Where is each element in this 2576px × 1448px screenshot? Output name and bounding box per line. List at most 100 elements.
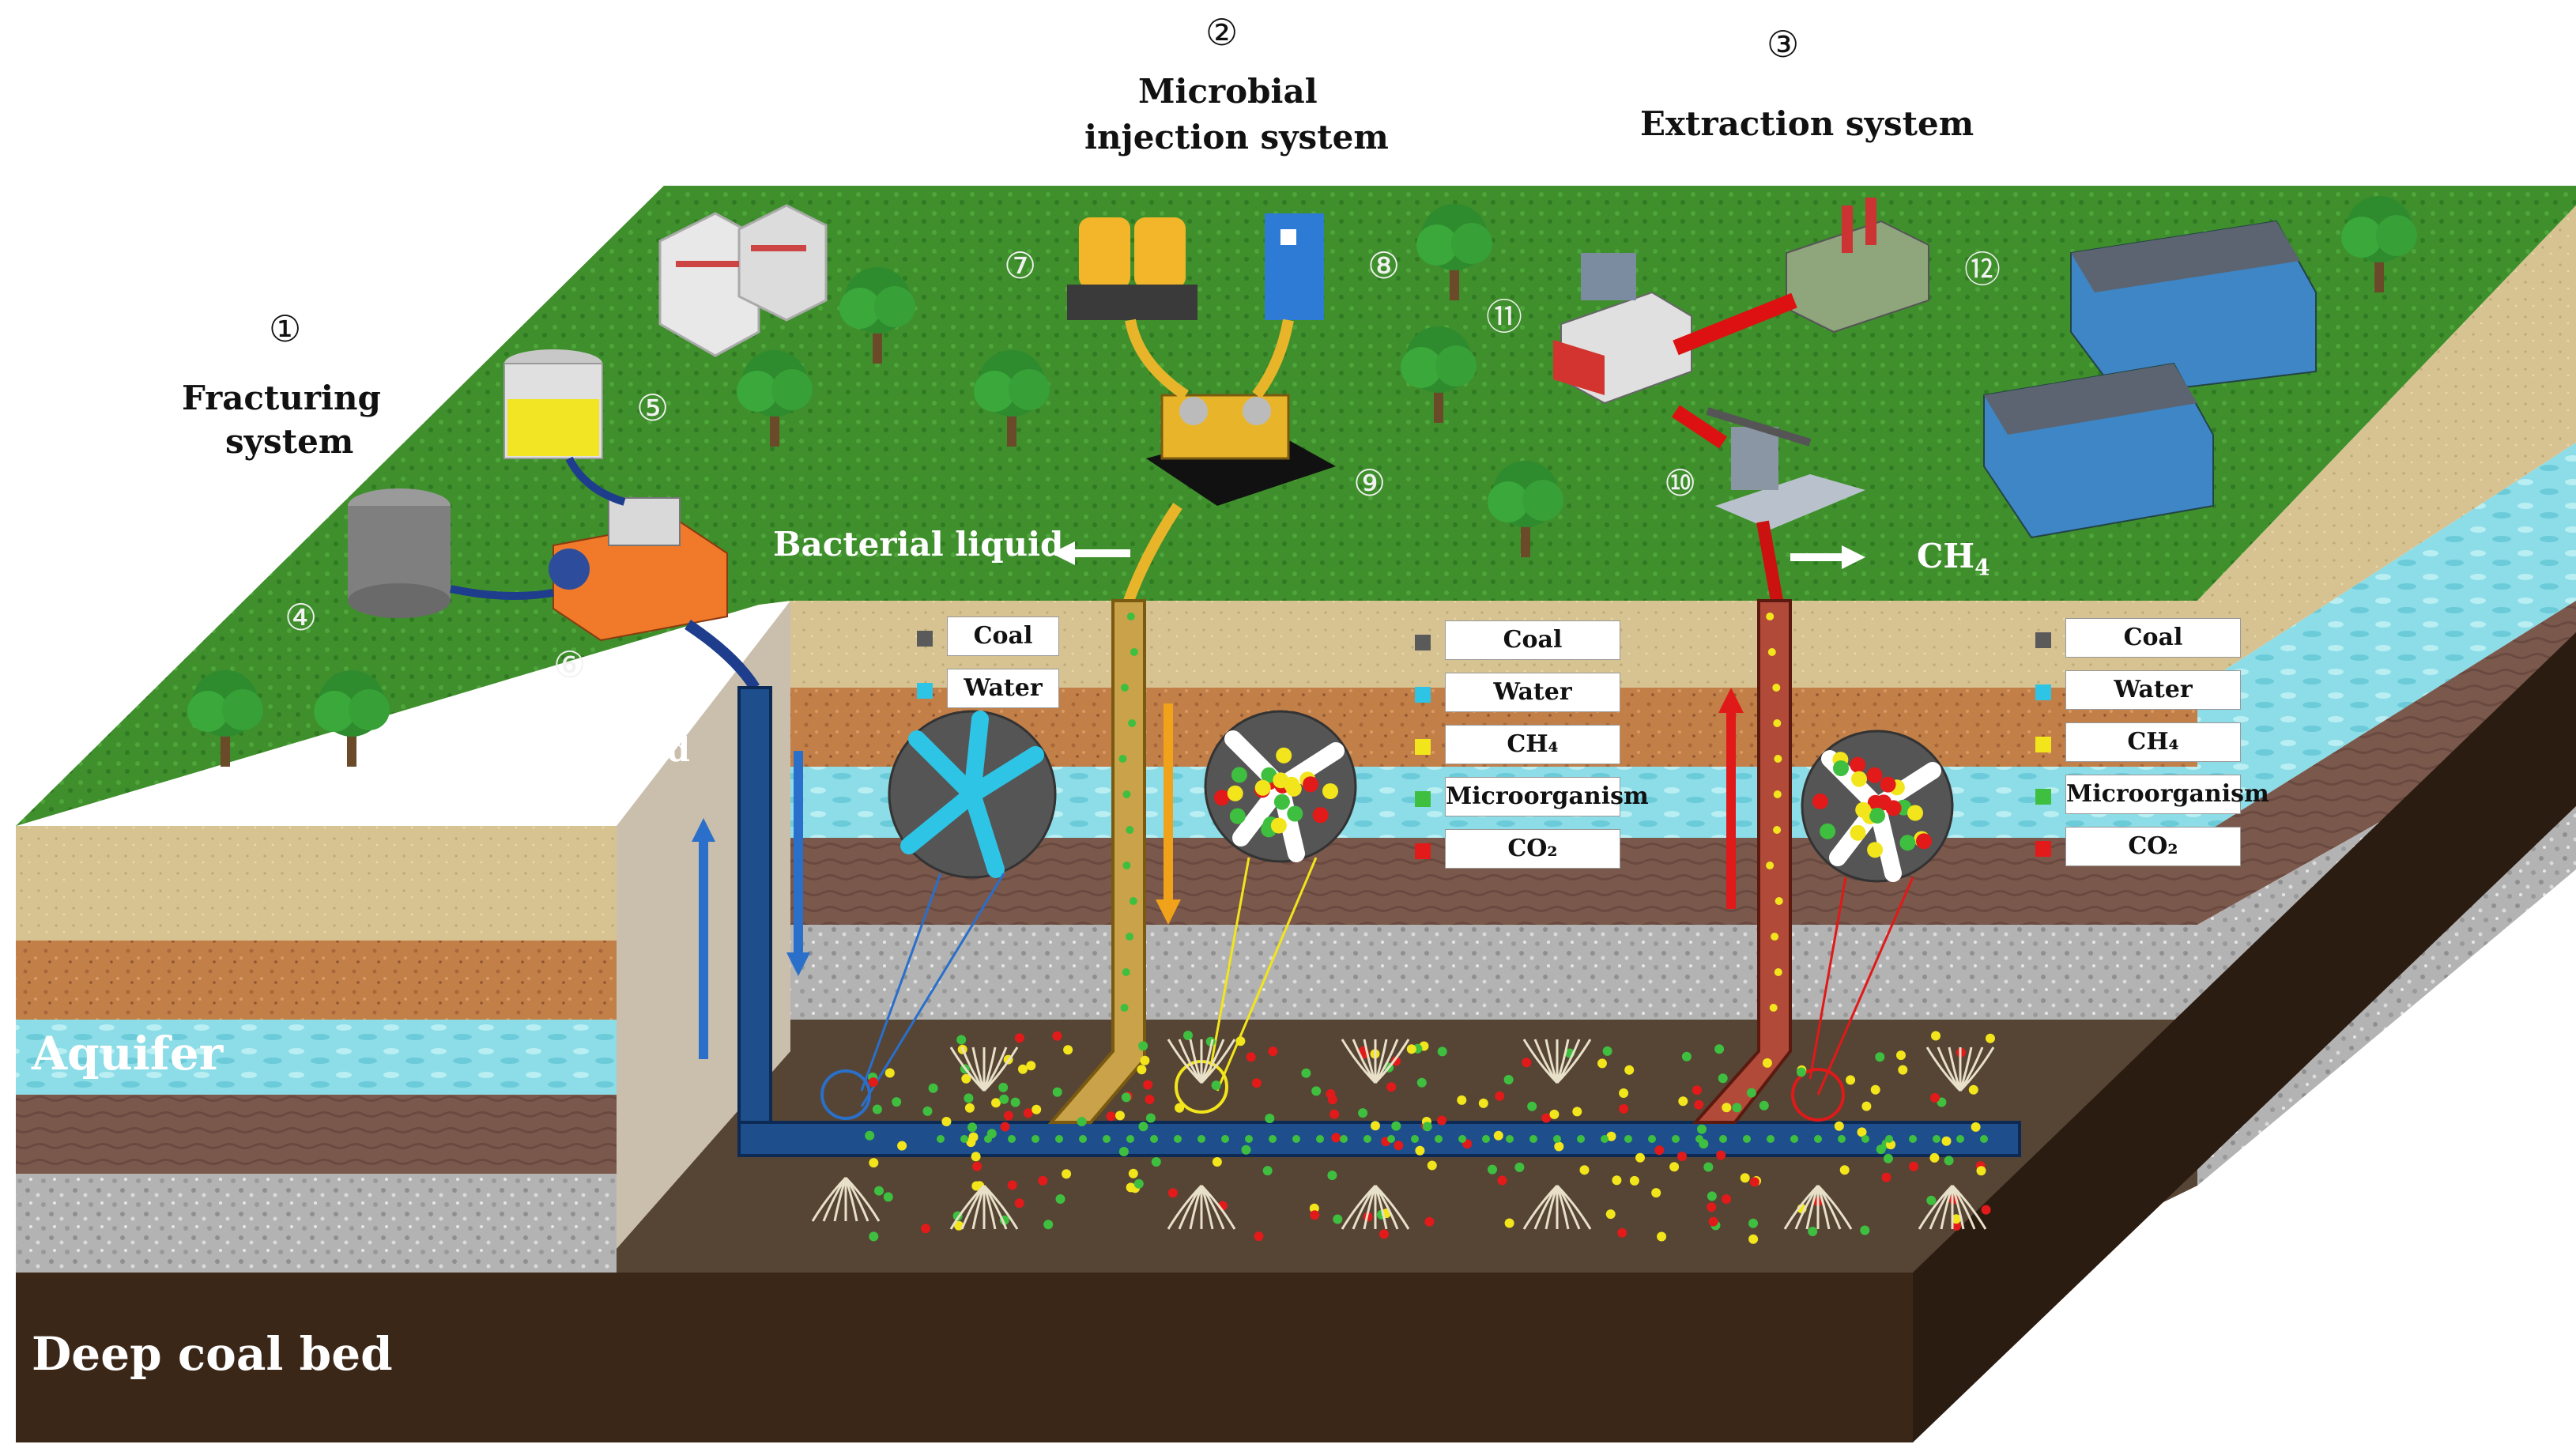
right-side-sand [2197, 206, 2576, 688]
lateral-particle [1055, 1135, 1063, 1143]
lateral-particle [1577, 1135, 1585, 1143]
seam-particle [1126, 1182, 1136, 1193]
lateral-particle [1411, 1135, 1419, 1143]
right-side-shale [2197, 601, 2576, 925]
legend-swatch [2035, 684, 2051, 700]
seam-particle [1052, 1087, 1062, 1097]
legend-swatch [1415, 791, 1431, 807]
office-buildings [658, 204, 828, 357]
seam-particle [922, 1106, 933, 1116]
seam-particle [1167, 1188, 1178, 1198]
lateral-particle [1079, 1135, 1087, 1143]
fracturing-system-title-2: system [225, 422, 354, 461]
seam-particle [1254, 1231, 1264, 1242]
seam-particle [1379, 1229, 1389, 1239]
magnified-particle [1867, 842, 1884, 858]
fracture-root [1167, 1039, 1236, 1084]
seam-particle [1860, 1225, 1870, 1235]
seam-particle [1106, 1111, 1116, 1122]
extraction-system-number: ③ [1767, 23, 1800, 66]
layer-sand [16, 826, 617, 941]
lateral-particle [1435, 1135, 1443, 1143]
seam-particle [1211, 1080, 1221, 1091]
lateral-particle [1032, 1135, 1039, 1143]
seam-particle [874, 1186, 884, 1196]
lateral-particle [1909, 1135, 1917, 1143]
well-particle [1120, 1004, 1129, 1012]
seam-particle [1138, 1122, 1148, 1132]
seam-particle [1669, 1162, 1680, 1172]
lateral-particle [1387, 1135, 1395, 1143]
magnified-particle [1869, 807, 1885, 824]
legend-swatch [2035, 737, 2051, 752]
seam-particle [1708, 1216, 1718, 1227]
seam-particle [1762, 1058, 1772, 1068]
lateral-particle [1980, 1135, 1988, 1143]
seam-particle [1493, 1130, 1503, 1141]
lateral-particle [1292, 1135, 1300, 1143]
seam-particle [1522, 1058, 1532, 1068]
lateral-particle [1174, 1135, 1182, 1143]
magnified-particle [1885, 800, 1902, 816]
magnified-particle [1261, 767, 1277, 783]
seam-particle [1926, 1195, 1937, 1205]
seam-particle [1572, 1107, 1582, 1117]
well-particle [1129, 897, 1137, 905]
seam-particle [956, 1035, 967, 1045]
seam-particle [1870, 1084, 1880, 1095]
particles [865, 613, 1995, 1244]
lateral-particle [1340, 1135, 1348, 1143]
seam-particle [1883, 1153, 1893, 1163]
seam-particle [884, 1068, 895, 1078]
pipe-10-to-well [1756, 520, 1783, 602]
seam-particle [1968, 1084, 1978, 1095]
extraction-system-title: Extraction system [1640, 104, 1974, 143]
seam-particle [1437, 1046, 1447, 1057]
lateral-particle [1790, 1135, 1798, 1143]
seam-particle [1846, 1075, 1856, 1085]
seam-particle [1391, 1056, 1401, 1066]
seam-particle [1722, 1103, 1732, 1113]
seam-particle [1597, 1058, 1607, 1069]
magnified-particle [1285, 780, 1302, 797]
seam-particle [1749, 1177, 1759, 1187]
seam-particle [1062, 1169, 1072, 1179]
seam-particle [1014, 1198, 1024, 1209]
magnified-particle [1820, 823, 1836, 839]
well-particle [1773, 719, 1782, 727]
power-plant-12 [1786, 198, 1929, 334]
well-particle [1775, 897, 1783, 905]
seam-particle [1909, 1161, 1918, 1171]
lateral-particle [1126, 1135, 1134, 1143]
fracture-root [811, 1176, 881, 1222]
seam-particle [1145, 1095, 1155, 1104]
seam-particle [1329, 1109, 1340, 1119]
seam-particle [1617, 1227, 1627, 1238]
seam-particle [1121, 1092, 1131, 1103]
magnified-particle [1899, 835, 1916, 851]
fracture-root [1783, 1184, 1853, 1230]
seam-particle [1311, 1086, 1322, 1096]
seam-particle [1063, 1045, 1073, 1055]
legend-label: CO₂ [1445, 829, 1620, 869]
seam-particle [1976, 1166, 1986, 1176]
seam-particle [1707, 1202, 1717, 1212]
seam-particle [921, 1224, 931, 1234]
legend-swatch [1415, 635, 1431, 650]
seam-particle [869, 1158, 879, 1168]
lateral-particle [1316, 1135, 1324, 1143]
lateral-particle [1861, 1135, 1869, 1143]
magnified-particle [1867, 794, 1884, 811]
layer-shale [16, 1095, 617, 1174]
seam-particle [1605, 1209, 1616, 1220]
fracture-roots [811, 1039, 1995, 1230]
hose-pump-to-well [685, 620, 760, 691]
seam-particle [1478, 1098, 1488, 1108]
legend-label: Coal [2065, 618, 2241, 658]
layer-aquifer [16, 1020, 617, 1095]
seam-particle [1140, 1055, 1150, 1065]
seam-particle [1612, 1175, 1622, 1186]
seam-particle [1055, 1194, 1065, 1204]
seam-particle [872, 1104, 882, 1114]
seam-particle [1619, 1103, 1629, 1114]
